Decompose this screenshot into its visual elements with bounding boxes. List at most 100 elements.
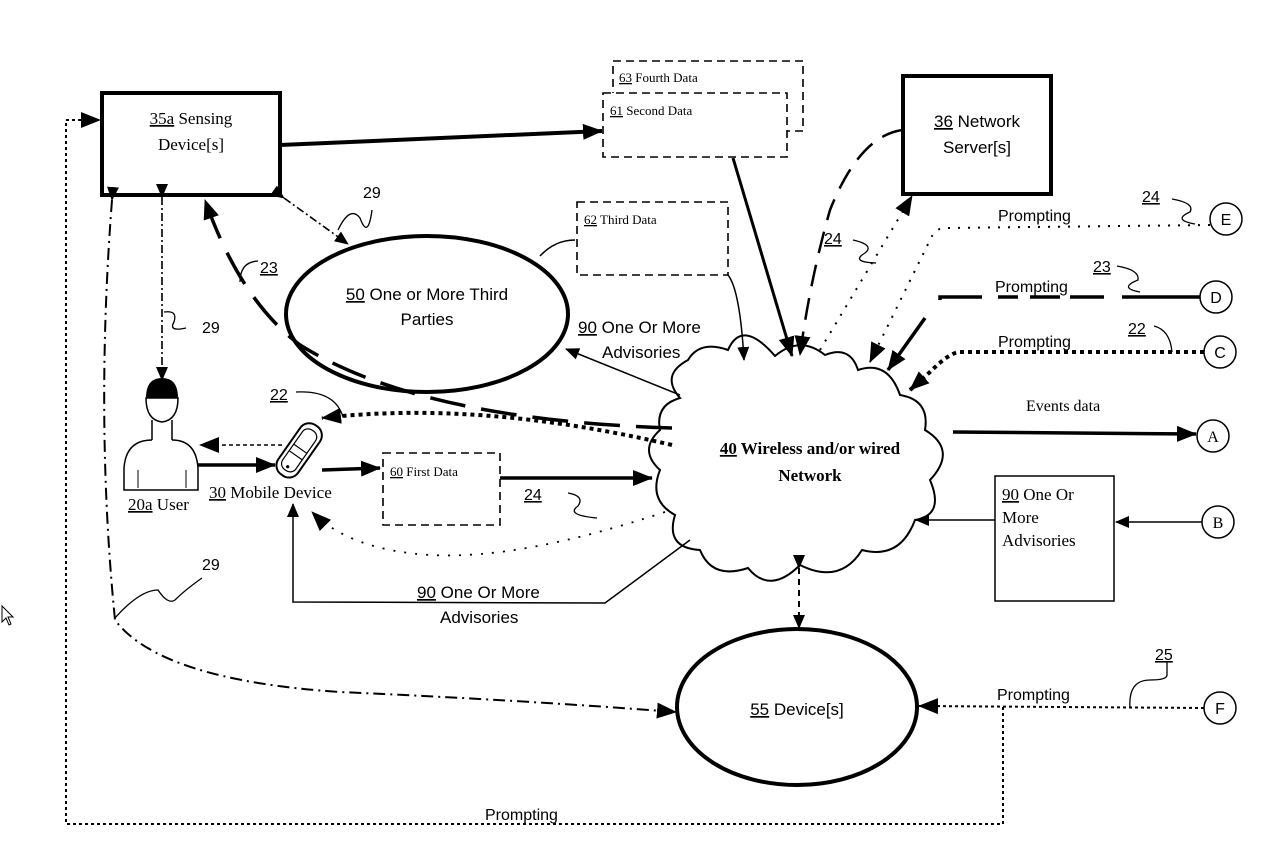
third-parties-node: 50 One or More Third Parties <box>284 234 570 394</box>
svg-text:61 Second Data: 61 Second Data <box>610 103 693 118</box>
third-data-box: 62 Third Data <box>576 201 729 276</box>
ref-29-bottom: 29 <box>114 557 220 619</box>
user-icon <box>123 378 199 491</box>
connector-a: A <box>1196 419 1230 453</box>
svg-text:36 Network: 36 Network <box>934 112 1020 131</box>
advisories-box-line3: Advisories <box>1002 531 1076 550</box>
svg-text:40 Wireless and/or wired: 40 Wireless and/or wired <box>720 439 901 458</box>
mobile-phone-icon <box>275 422 323 479</box>
svg-text:60 First Data: 60 First Data <box>390 464 458 479</box>
advisories-bottom-line1: One Or More <box>436 583 540 602</box>
mobile-device-node: 30 Mobile Device <box>209 422 332 502</box>
ref-29-left: 29 <box>163 311 220 337</box>
edge-second-data-to-network <box>731 157 795 357</box>
ref-24-mid: 24 <box>524 487 598 519</box>
ref-22-right-text: 22 <box>1128 321 1146 338</box>
ref-23-right: 23 <box>1093 259 1141 293</box>
sensing-device-node: 35a Sensing Device[s] <box>100 91 282 197</box>
edge-prompting-bottom <box>65 112 1004 825</box>
svg-text:63 Fourth Data: 63 Fourth Data <box>619 70 698 85</box>
third-data-ref: 62 <box>584 212 597 227</box>
edge-prompting-c <box>908 350 1204 392</box>
cloud-shape <box>648 334 944 582</box>
second-data-box: 61 Second Data <box>602 92 788 158</box>
connector-e: E <box>1209 202 1243 236</box>
advisories-top-ref: 90 <box>578 318 597 337</box>
edge-prompting-d-arrow <box>886 316 927 372</box>
advisories-top-line1: One Or More <box>597 318 701 337</box>
prompting-e-label: Prompting <box>998 208 1071 225</box>
ref-24-mid-text: 24 <box>524 487 542 504</box>
ref-25: 25 <box>1129 647 1173 709</box>
edge-mobile-to-first-data <box>321 460 381 477</box>
connector-c-label: C <box>1214 345 1226 362</box>
third-parties-line2: Parties <box>401 310 454 329</box>
svg-text:90 One Or: 90 One Or <box>1002 485 1074 504</box>
third-data-label: Third Data <box>597 212 657 227</box>
advisories-top-line2: Advisories <box>602 343 680 362</box>
devices-node: 55 Device[s] <box>675 627 919 787</box>
user-label: User <box>153 495 190 514</box>
first-data-label: First Data <box>403 464 458 479</box>
connector-e-label: E <box>1221 212 1232 229</box>
network-cloud-node: 40 Wireless and/or wired Network <box>648 334 944 582</box>
ref-24-right-text: 24 <box>1142 189 1160 206</box>
svg-text:62 Third Data: 62 Third Data <box>584 212 657 227</box>
network-server-line2: Server[s] <box>943 138 1011 157</box>
advisories-bottom-line2: Advisories <box>440 608 518 627</box>
advisories-box-line1: One Or <box>1019 485 1074 504</box>
edge-network-to-mobile-22 <box>321 407 673 447</box>
ref-23-right-text: 23 <box>1093 259 1111 276</box>
ref-29-top: 29 <box>337 185 381 231</box>
first-data-ref: 60 <box>390 464 403 479</box>
connector-d: D <box>1199 280 1233 314</box>
sensing-ref: 35a <box>150 109 175 128</box>
events-data-label: Events data <box>1026 398 1100 415</box>
devices-ref: 55 <box>750 700 769 719</box>
prompting-c-label: Prompting <box>998 334 1071 351</box>
mobile-ref: 30 <box>209 483 226 502</box>
sensing-line1: Sensing <box>174 109 233 128</box>
second-data-label: Second Data <box>623 103 693 118</box>
network-line1: Wireless and/or wired <box>737 439 901 458</box>
edge-sensing-to-second-data <box>279 123 603 147</box>
user-ref: 20a <box>128 495 153 514</box>
connector-c: C <box>1203 335 1237 369</box>
mobile-label: Mobile Device <box>226 483 332 502</box>
svg-text:30 Mobile Device: 30 Mobile Device <box>209 483 332 502</box>
advisories-bottom-label: 90 One Or More <box>417 583 540 602</box>
advisories-box-ref: 90 <box>1002 485 1019 504</box>
ref-23-left-text: 23 <box>260 260 278 277</box>
prompting-d-label: Prompting <box>995 279 1068 296</box>
ref-29-top-text: 29 <box>363 185 381 202</box>
network-server-ref: 36 <box>934 112 953 131</box>
ref-25-text: 25 <box>1155 647 1173 664</box>
edge-third-data-to-network <box>727 274 750 361</box>
ref-22-left-text: 22 <box>270 387 288 404</box>
advisories-bottom-ref: 90 <box>417 583 436 602</box>
connector-d-label: D <box>1210 290 1222 307</box>
fourth-data-ref: 63 <box>619 70 632 85</box>
connector-f-label: F <box>1215 701 1225 718</box>
edge-third-parties-to-third-data <box>539 239 576 257</box>
edge-sensing-third-parties <box>269 185 349 245</box>
ref-22-left: 22 <box>270 387 344 418</box>
connector-b: B <box>1201 505 1235 539</box>
sensing-line2: Device[s] <box>158 135 224 154</box>
prompting-f-label: Prompting <box>997 687 1070 704</box>
svg-text:50 One or More Third: 50 One or More Third <box>346 285 508 304</box>
third-parties-ref: 50 <box>346 285 365 304</box>
svg-text:55 Device[s]: 55 Device[s] <box>750 700 844 719</box>
network-ref: 40 <box>720 439 737 458</box>
network-server-line1: Network <box>953 112 1021 131</box>
edge-events-data <box>952 425 1197 442</box>
connector-f: F <box>1203 691 1237 725</box>
advisories-box-line2: More <box>1002 508 1039 527</box>
ref-29-left-text: 29 <box>202 320 220 337</box>
user-node: 20a User <box>123 378 199 514</box>
mouse-cursor-icon <box>1 604 15 626</box>
ref-23-left: 23 <box>239 260 278 283</box>
edge-server-to-network <box>794 128 904 356</box>
ref-24-top: 24 <box>824 231 877 264</box>
